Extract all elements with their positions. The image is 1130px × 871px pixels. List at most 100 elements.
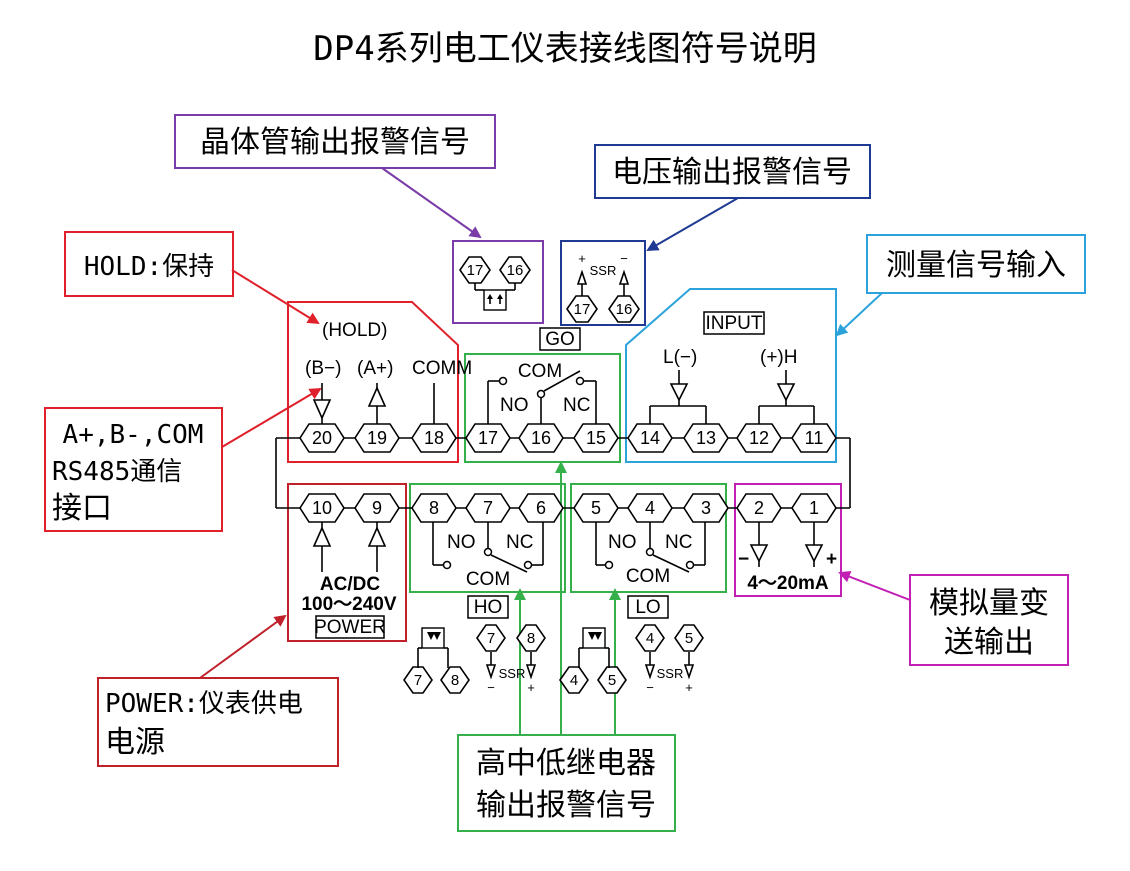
- arrow-power: [199, 614, 287, 679]
- terminal-13: 13: [683, 423, 729, 453]
- terminal-7-number: 7: [483, 498, 493, 518]
- terminal-7: 7: [465, 493, 511, 523]
- callout-analog: 模拟量变 送输出: [909, 574, 1069, 666]
- go-ssr-terminal-17: 17: [566, 295, 598, 323]
- voltage-range-label: 100～240V: [301, 594, 396, 615]
- ho-ssr-terminal-7-number: 7: [487, 630, 495, 647]
- lo-ssr-label: SSR: [657, 666, 684, 681]
- lo-relay-contacts: [595, 522, 706, 573]
- terminal-16-number: 16: [531, 428, 551, 448]
- analog-wires: [749, 522, 824, 567]
- terminal-14-number: 14: [640, 428, 660, 448]
- terminal-4: 4: [627, 493, 673, 523]
- arrow-measure: [835, 292, 883, 337]
- terminal-17-number: 17: [478, 428, 498, 448]
- terminal-8: 8: [411, 493, 457, 523]
- terminal-18-number: 18: [424, 428, 444, 448]
- ssr-symbol-ho: [485, 652, 537, 680]
- ho-ssr-terminal-8-number: 8: [527, 630, 535, 647]
- lo-com-label: COM: [626, 566, 670, 587]
- current-range-label: 4～20mA: [747, 573, 829, 594]
- ho-no-label: NO: [447, 532, 476, 553]
- go-ssr-terminal-17-number: 17: [574, 301, 591, 318]
- terminal-4-number: 4: [645, 498, 655, 518]
- ho-relay-contacts: [432, 522, 544, 573]
- input-label-box: [703, 311, 765, 335]
- callout-rs485-line2: RS485通信: [52, 457, 182, 487]
- ho-com-label: COM: [466, 569, 510, 590]
- terminal-19: 19: [354, 423, 400, 453]
- terminal-2-number: 2: [754, 498, 764, 518]
- callout-rs485-line3: 接口: [52, 491, 112, 526]
- ho-label-box: [467, 595, 509, 619]
- callout-rs485: A+,B-,COM RS485通信 接口: [44, 407, 223, 532]
- ho-transistor-terminal-8: 8: [440, 666, 470, 694]
- lo-nc-label: NC: [665, 532, 692, 553]
- go-ssr-plus: +: [578, 251, 586, 266]
- l-minus-label: L(−): [663, 347, 697, 368]
- transistor-symbol-go: [474, 283, 516, 311]
- terminal-10-number: 10: [312, 498, 332, 518]
- ho-transistor-terminal-7-number: 7: [414, 672, 422, 689]
- terminal-9: 9: [354, 493, 400, 523]
- lo-label: LO: [635, 597, 660, 618]
- callout-hold-text: HOLD:保持: [84, 252, 214, 282]
- callout-measure: 测量信号输入: [866, 234, 1086, 294]
- callout-power-line2: 电源: [105, 725, 165, 760]
- callout-analog-line2: 送输出: [944, 625, 1034, 660]
- ho-ssr-terminal-7: 7: [476, 624, 506, 652]
- go-com-label: COM: [518, 361, 562, 382]
- terminal-8-number: 8: [429, 498, 439, 518]
- ho-ssr-plus: +: [527, 680, 535, 695]
- terminal-12-number: 12: [749, 428, 769, 448]
- ho-nc-label: NC: [506, 532, 533, 553]
- terminal-6: 6: [518, 493, 564, 523]
- lo-ssr-plus: +: [685, 680, 693, 695]
- group-lo: [570, 483, 727, 593]
- page-title: DP4系列电工仪表接线图符号说明: [313, 29, 816, 69]
- terminal-11-number: 11: [805, 428, 824, 448]
- lo-ssr-minus: −: [646, 680, 654, 695]
- terminal-9-number: 9: [372, 498, 382, 518]
- terminal-17: 17: [465, 423, 511, 453]
- callout-voltage-text: 电压输出报警信号: [612, 155, 852, 190]
- group-transistor-go: [452, 240, 544, 324]
- lo-ssr-terminal-5: 5: [674, 624, 704, 652]
- terminal-1-number: 1: [809, 498, 819, 518]
- callout-analog-line1: 模拟量变: [929, 586, 1049, 621]
- ho-ssr-terminal-8: 8: [516, 624, 546, 652]
- terminal-18: 18: [411, 423, 457, 453]
- power-wires: [312, 522, 387, 572]
- input-label: INPUT: [706, 313, 763, 334]
- callout-voltage: 电压输出报警信号: [594, 144, 871, 199]
- terminal-11: 11: [791, 423, 837, 453]
- rs485-wires: [312, 383, 435, 424]
- arrow-hold: [231, 269, 320, 325]
- terminal-12: 12: [736, 423, 782, 453]
- b-minus-label: (B−): [305, 358, 341, 379]
- callout-transistor-text: 晶体管输出报警信号: [200, 125, 470, 160]
- ho-ssr-minus: −: [487, 680, 495, 695]
- group-rs485-hold: [287, 301, 459, 463]
- go-no-label: NO: [500, 395, 529, 416]
- hold-label: (HOLD): [322, 320, 387, 341]
- go-ssr-terminal-16-number: 16: [616, 301, 633, 318]
- arrow-analog: [838, 571, 911, 601]
- callout-relay-line1: 高中低继电器: [476, 746, 656, 781]
- go-transistor-terminal-17: 17: [459, 256, 491, 284]
- group-ssr-go: [560, 240, 646, 326]
- lo-ssr-terminal-4: 4: [635, 624, 665, 652]
- arrow-voltage: [646, 197, 739, 252]
- lo-label-box: [627, 595, 669, 619]
- ssr-symbol-go: [576, 269, 630, 296]
- callout-measure-text: 测量信号输入: [886, 248, 1066, 283]
- plus-h-label: (+)H: [760, 347, 797, 368]
- a-plus-label: (A+): [357, 358, 393, 379]
- go-transistor-terminal-16: 16: [499, 256, 531, 284]
- power-label: POWER: [314, 617, 386, 638]
- go-nc-label: NC: [563, 395, 590, 416]
- lo-no-label: NO: [608, 532, 637, 553]
- input-wires: [649, 370, 815, 424]
